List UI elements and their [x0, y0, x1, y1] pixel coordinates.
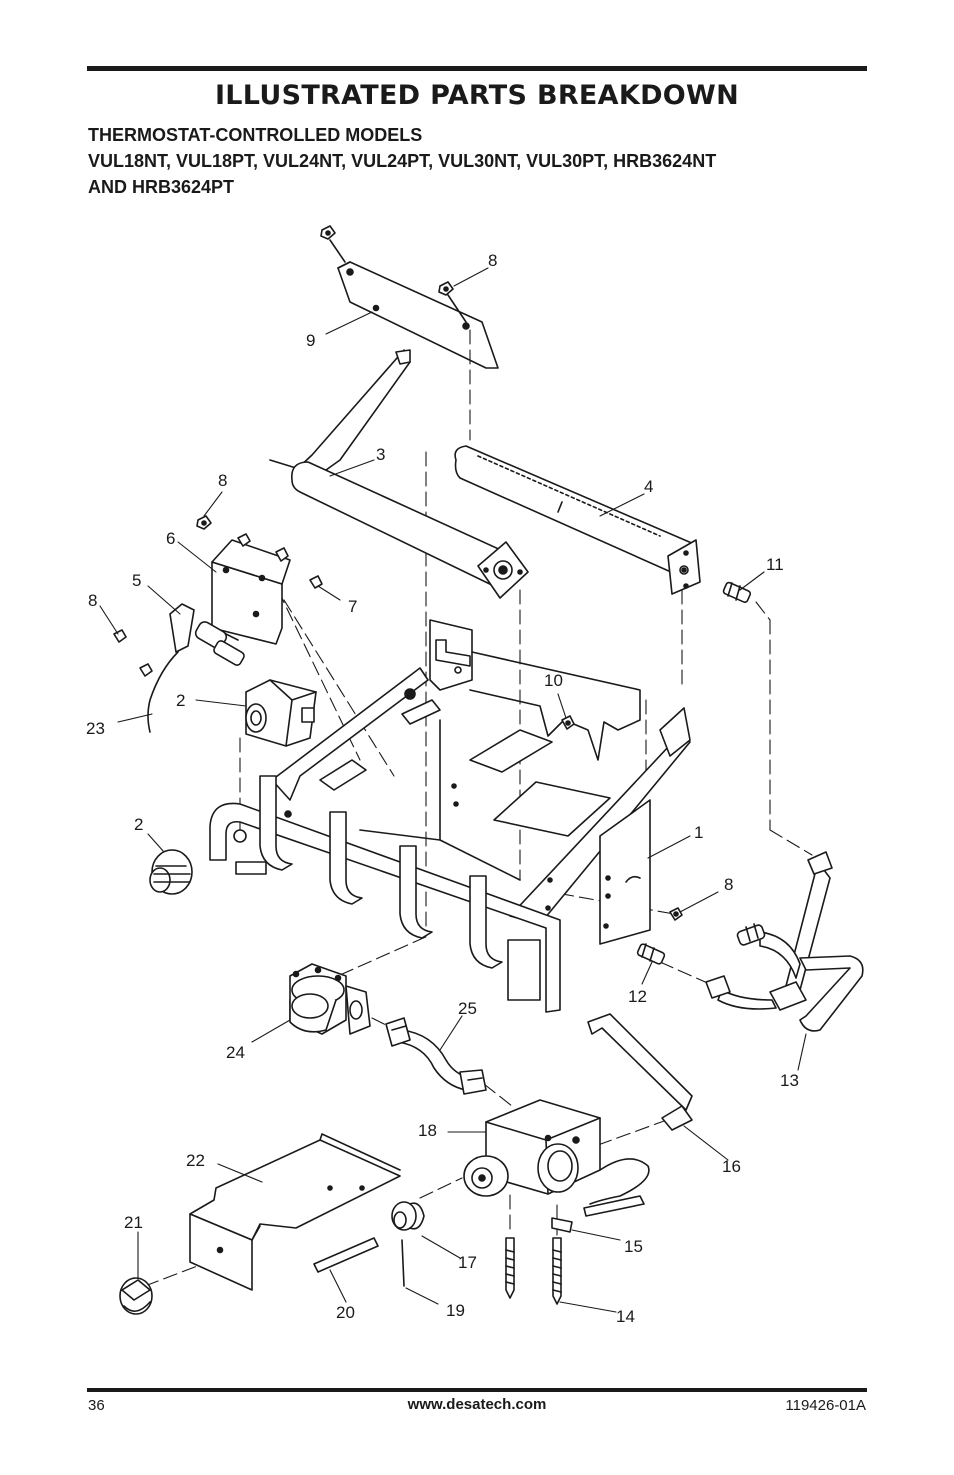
callout-18: 18 — [418, 1121, 437, 1140]
part-6-bracket — [196, 515, 323, 645]
part-11-orifice-fitting — [722, 581, 752, 604]
subtitle-line-1: THERMOSTAT-CONTROLLED MODELS — [88, 125, 423, 145]
website-link[interactable]: www.desatech.com — [407, 1396, 547, 1413]
callout-7: 7 — [348, 597, 357, 616]
part-25-hose — [385, 1017, 487, 1095]
callout-8-left: 8 — [88, 591, 97, 610]
part-14-screws — [505, 1237, 562, 1305]
part-20-rod — [313, 1237, 379, 1273]
callout-15: 15 — [624, 1237, 643, 1256]
callout-2-upper: 2 — [176, 691, 185, 710]
part-9-bracket — [337, 261, 499, 369]
callout-8-top: 8 — [488, 251, 497, 270]
callout-6: 6 — [166, 529, 175, 548]
part-3-burner — [269, 349, 529, 599]
part-5-pilot-assembly — [113, 603, 245, 733]
part-8-screw-right — [669, 907, 683, 921]
callout-10: 10 — [544, 671, 563, 690]
callout-4: 4 — [644, 477, 653, 496]
callout-numbers: 1 2 2 3 4 5 6 7 8 8 8 8 9 10 11 12 13 14… — [86, 251, 799, 1326]
callout-12: 12 — [628, 987, 647, 1006]
manifold-tubes — [209, 775, 561, 1013]
part-2-knob — [149, 849, 193, 895]
callout-22: 22 — [186, 1151, 205, 1170]
callout-13: 13 — [780, 1071, 799, 1090]
part-21-knob — [119, 1277, 153, 1315]
callout-23: 23 — [86, 719, 105, 738]
part-18-valve — [463, 1099, 650, 1217]
callout-8-left-upper: 8 — [218, 471, 227, 490]
callout-21: 21 — [124, 1213, 143, 1232]
page-title: ILLUSTRATED PARTS BREAKDOWN — [214, 80, 740, 111]
callout-2-lower: 2 — [134, 815, 143, 834]
callout-5: 5 — [132, 571, 141, 590]
part-15-clip — [551, 1217, 573, 1233]
callout-14: 14 — [616, 1307, 635, 1326]
bottom-rule — [87, 1388, 867, 1392]
subtitle-line-3: AND HRB3624PT — [88, 177, 235, 197]
part-13-tubing — [705, 851, 864, 1032]
part-10-screw — [561, 715, 575, 730]
part-12-fitting — [636, 943, 666, 965]
page-number: 36 — [88, 1397, 105, 1414]
callout-11: 11 — [766, 555, 784, 574]
part-4-burner — [454, 445, 701, 595]
part-19-pin — [401, 1239, 405, 1287]
part-8-screws-top — [320, 225, 467, 323]
part-24-regulator — [289, 963, 371, 1035]
callout-16: 16 — [722, 1157, 741, 1176]
callout-1: 1 — [694, 823, 703, 842]
part-1-frame — [271, 619, 691, 945]
callout-9: 9 — [306, 331, 315, 350]
callout-8-right: 8 — [724, 875, 733, 894]
callout-leaders — [99, 267, 807, 1313]
page-subtitle: THERMOSTAT-CONTROLLED MODELS VUL18NT, VU… — [88, 122, 878, 200]
callout-24: 24 — [226, 1043, 245, 1062]
part-17-knob-base — [391, 1201, 425, 1231]
part-22-cover — [189, 1133, 401, 1291]
callout-17: 17 — [458, 1253, 477, 1272]
callout-3: 3 — [376, 445, 385, 464]
callout-19: 19 — [446, 1301, 465, 1320]
top-rule — [87, 66, 867, 71]
callout-25: 25 — [458, 999, 477, 1018]
subtitle-line-2: VUL18NT, VUL18PT, VUL24NT, VUL24PT, VUL3… — [88, 151, 717, 171]
callout-20: 20 — [336, 1303, 355, 1322]
document-number: 119426-01A — [785, 1397, 866, 1414]
part-16-tube — [587, 1013, 693, 1131]
part-2-upper-component — [245, 679, 317, 747]
